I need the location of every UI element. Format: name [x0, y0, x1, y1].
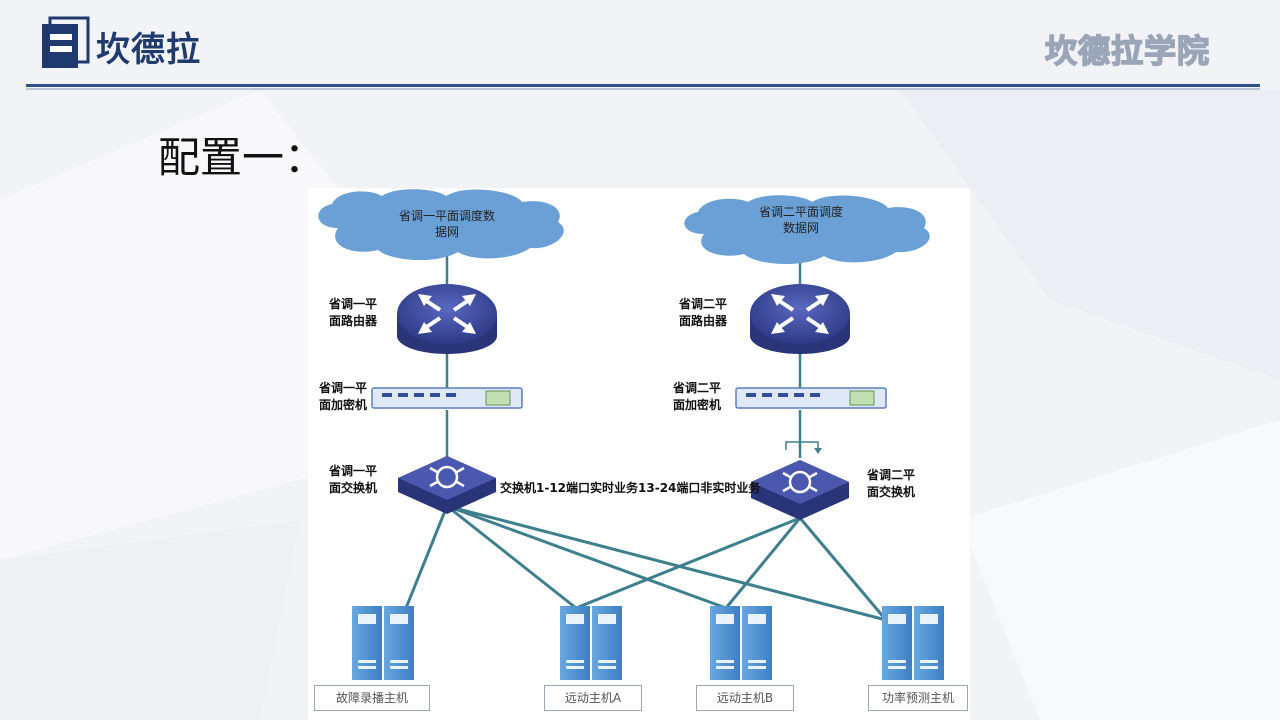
- encryptor-label-left: 省调一平 面加密机: [318, 381, 367, 412]
- header-divider-light: [26, 88, 1260, 90]
- link-switch2-host3: [724, 517, 802, 609]
- link-switch1-host4: [446, 504, 887, 622]
- router-icon-left: [397, 284, 497, 354]
- router-label-right: 省调二平 面路由器: [678, 297, 727, 328]
- encryptor-label-right: 省调二平 面加密机: [672, 381, 721, 412]
- header: 坎德拉 坎德拉学院: [0, 0, 1280, 92]
- switch-label-right: 省调二平 面交换机: [866, 468, 915, 499]
- encryptor-icon-right: [735, 387, 887, 409]
- switch-icon-right: [751, 460, 849, 520]
- cloud-label-left: 省调一平面调度数 据网: [398, 209, 495, 239]
- server-icon-2: [560, 606, 622, 680]
- encryptor-icon-left: [371, 387, 523, 409]
- host-label-2: 远动主机A: [544, 685, 642, 711]
- logo-text: 坎德拉: [96, 30, 201, 70]
- server-icon-3: [710, 606, 772, 680]
- host-label-1: 故障录播主机: [314, 685, 430, 711]
- logo-icon: [42, 16, 90, 68]
- network-diagram: 省调一平面调度数 据网 省调二平面调度 数据网 省调一平 面路由器 省调二平 面…: [308, 188, 970, 720]
- cloud-label-right: 省调二平面调度 数据网: [758, 205, 843, 235]
- host-label-3: 远动主机B: [696, 685, 794, 711]
- switch-icon-left: [398, 456, 496, 514]
- cloud-icon-left: [318, 189, 564, 261]
- server-icon-1: [352, 606, 414, 680]
- link-switch1-host1: [404, 505, 449, 609]
- host-label-4: 功率预测主机: [868, 685, 968, 711]
- switch-port-note: 交换机1-12端口实时业务13-24端口非实时业务: [500, 481, 761, 495]
- link-switch1-host2: [446, 504, 577, 610]
- cloud-icon-right: [684, 195, 930, 265]
- page-title: 配置一：: [158, 133, 327, 182]
- header-divider: [26, 84, 1260, 87]
- link-switch2-host2: [575, 516, 801, 610]
- switch-label-left: 省调一平 面交换机: [328, 464, 377, 495]
- links: [404, 504, 888, 622]
- link-switch2-host4: [798, 517, 888, 621]
- router-icon-right: [750, 284, 850, 354]
- router-label-left: 省调一平 面路由器: [328, 297, 377, 328]
- academy-logo-text: 坎德拉学院: [1044, 31, 1210, 71]
- link-switch1-host3: [446, 504, 727, 610]
- server-icon-4: [882, 606, 944, 680]
